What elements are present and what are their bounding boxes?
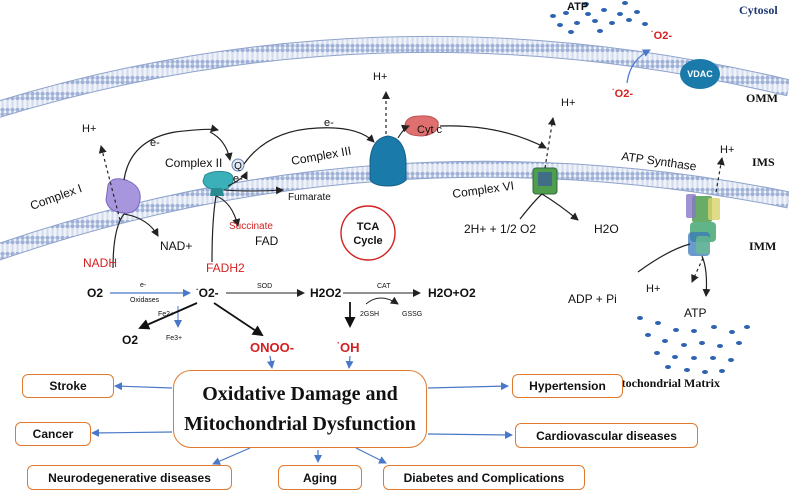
superoxide-cytosol: ·O2- [651, 27, 672, 42]
atp-synthase [686, 194, 720, 256]
nad-label: NAD+ [160, 239, 192, 253]
superoxide-ims: ·O2- [612, 85, 633, 100]
tca-line1: TCA [357, 221, 380, 233]
ros-h2o2: H2O2 [310, 286, 342, 300]
ros-o2-product: O2 [122, 333, 138, 347]
ubiquinone-q [231, 158, 245, 172]
complex-1 [105, 178, 141, 214]
ims-label: IMS [752, 155, 775, 169]
atp-dots-cytosol [550, 1, 648, 34]
ros-o2: O2 [87, 286, 103, 300]
ros-h2o-o2: H2O+O2 [428, 286, 476, 300]
e-complex-2: e- [233, 173, 243, 185]
tca-line2: Cycle [353, 235, 382, 247]
fadh2-label: FADH2 [206, 261, 245, 275]
main-box-line1: Oxidative Damage and [202, 383, 398, 405]
ros-peroxynitrite: ONOO- [250, 340, 294, 355]
omm-label: OMM [746, 91, 778, 105]
atp-cytosol-label: ATP [567, 1, 588, 13]
adp-pi-label: ADP + Pi [568, 292, 617, 306]
nadh-label: NADH [83, 256, 117, 270]
atp-dots-matrix [637, 316, 750, 374]
ros-gsh: 2GSH [360, 311, 379, 318]
atp-matrix-label: ATP [684, 306, 706, 320]
ros-gssg: GSSG [402, 311, 422, 318]
complex-4 [532, 167, 558, 195]
vdac-label: VDAC [687, 69, 713, 79]
ros-fe3: Fe3+ [166, 335, 182, 342]
fad-label: FAD [255, 234, 279, 248]
ros-superoxide: ·O2- [196, 285, 219, 300]
water-reaction: 2H+ + 1/2 O2 [464, 222, 536, 236]
hplus-atp-top: H+ [720, 144, 734, 156]
ros-sod: SOD [257, 283, 272, 290]
tca-cycle [340, 205, 396, 261]
main-box-line2: Mitochondrial Dysfunction [184, 413, 416, 435]
disease-hypertension: Hypertension [512, 374, 623, 398]
e-complex-1: e- [150, 137, 160, 149]
ros-e-minus: e- [140, 282, 147, 289]
hplus-complex-3: H+ [373, 71, 387, 83]
cytosol-label: Cytosol [739, 3, 778, 17]
ros-fe2: Fe2+ [158, 311, 174, 318]
ros-oxidases: Oxidases [130, 297, 160, 304]
e-complex-3: e- [324, 117, 334, 129]
imm-label: IMM [749, 239, 776, 253]
complex-1-label: Complex I [28, 181, 84, 213]
succinate-label: Succinate [229, 221, 273, 232]
disease-cardiovascular: Cardiovascular diseases [515, 423, 698, 448]
vdac-channel [680, 59, 720, 89]
oxidative-damage-box: Oxidative Damage and Mitochondrial Dysfu… [173, 370, 427, 448]
complex-4-label: Complex VI [451, 178, 514, 200]
hplus-complex-1: H+ [82, 123, 96, 135]
disease-diabetes: Diabetes and Complications [383, 465, 585, 490]
cytc-label: Cyt c [417, 124, 443, 136]
ros-hydroxyl: ·OH [337, 338, 360, 355]
cytochrome-c [404, 115, 439, 137]
complex-2-label: Complex II [165, 156, 222, 170]
ros-cat: CAT [377, 283, 391, 290]
disease-aging: Aging [278, 465, 362, 490]
disease-neurodegenerative: Neurodegenerative diseases [27, 465, 232, 490]
hplus-complex-4: H+ [561, 97, 575, 109]
disease-cancer: Cancer [15, 422, 91, 446]
hplus-atp-bottom: H+ [646, 283, 660, 295]
complex-3 [369, 135, 407, 187]
fumarate-label: Fumarate [288, 192, 331, 203]
q-label: Q [234, 161, 242, 172]
complex-3-label: Complex III [290, 144, 352, 168]
disease-stroke: Stroke [22, 374, 114, 398]
h2o-product: H2O [594, 222, 619, 236]
matrix-label: Mitochondrial Matrix [607, 376, 720, 390]
